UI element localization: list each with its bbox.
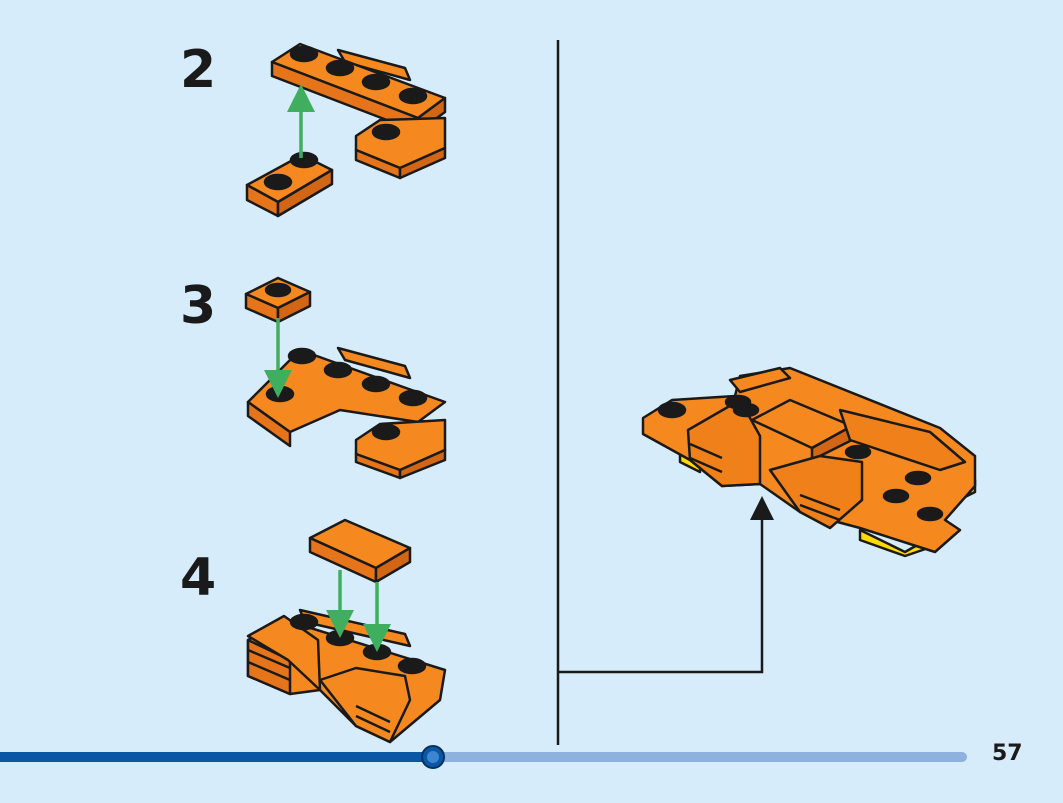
callout-line <box>558 518 764 674</box>
step-2-illustration <box>245 42 447 218</box>
page-number: 57 <box>992 741 1023 766</box>
step-number-2: 2 <box>180 40 217 100</box>
progress-knob-inner <box>427 751 439 763</box>
finished-model-illustration <box>641 366 977 558</box>
step-3-illustration <box>244 276 447 480</box>
step-number-4: 4 <box>180 548 217 608</box>
callout-arrowhead <box>750 496 774 520</box>
step-number-3: 3 <box>180 276 217 336</box>
page-progress-bar <box>0 745 967 769</box>
step-4-illustration <box>246 518 447 744</box>
